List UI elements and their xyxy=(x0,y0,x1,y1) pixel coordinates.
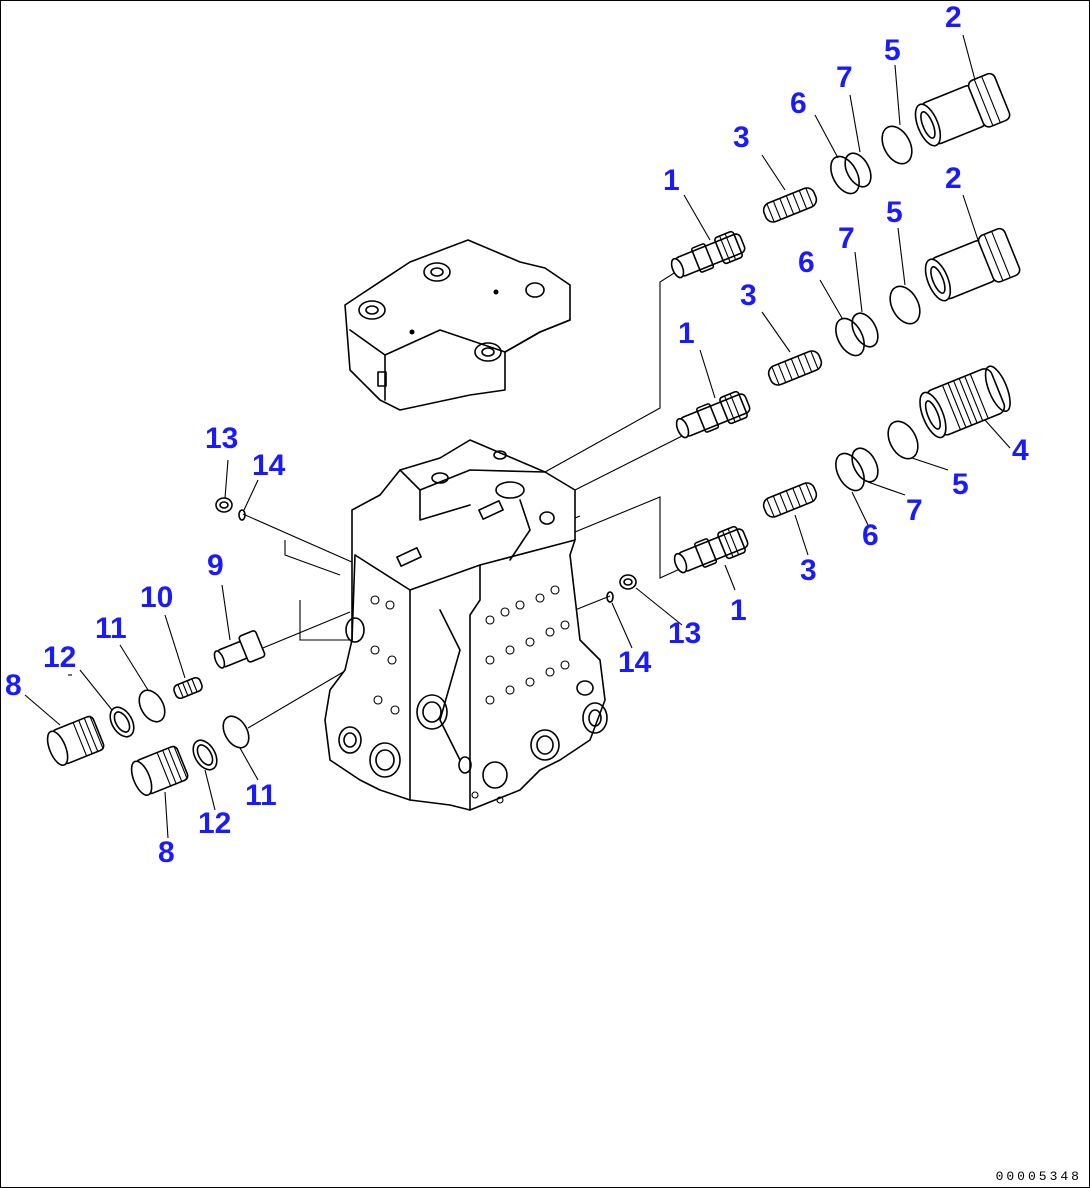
callout-4: 4 xyxy=(1012,434,1029,467)
callout-leaders xyxy=(24,34,1011,839)
callout-5-middle: 5 xyxy=(886,196,903,229)
callout-7-top: 7 xyxy=(836,61,853,94)
callout-5-bottom: 5 xyxy=(952,468,969,501)
callout-6-bottom: 6 xyxy=(862,519,879,552)
cover-plate xyxy=(344,239,571,411)
callout-11-right: 11 xyxy=(245,779,277,812)
callout-6-middle: 6 xyxy=(798,246,815,279)
callout-6-top: 6 xyxy=(790,87,807,120)
callout-13-left: 13 xyxy=(205,422,238,455)
callout-1-bottom: 1 xyxy=(730,594,747,627)
callout-7-middle: 7 xyxy=(838,222,855,255)
callout-7-bottom: 7 xyxy=(906,494,923,527)
callout-2-middle: 2 xyxy=(945,162,962,195)
callout-11-left: 11 xyxy=(95,612,127,645)
callout-3-top: 3 xyxy=(733,121,750,154)
callout-14-right: 14 xyxy=(618,646,652,679)
valve-body xyxy=(324,439,608,811)
callout-2-top: 2 xyxy=(945,1,962,34)
callout-3-bottom: 3 xyxy=(800,554,817,587)
callout-1-middle: 1 xyxy=(678,317,695,350)
callout-12-right: 12 xyxy=(198,807,231,840)
callout-14-left: 14 xyxy=(252,449,286,482)
callout-5-top: 5 xyxy=(884,34,901,67)
small-fittings xyxy=(215,497,637,603)
callout-labels: 1 1 1 2 2 3 3 3 4 5 5 5 6 6 6 7 7 7 8 8 … xyxy=(5,1,1029,869)
callout-8-left: 8 xyxy=(5,669,22,702)
callout-1-top: 1 xyxy=(663,164,680,197)
left-parts xyxy=(46,630,266,796)
spool-group xyxy=(670,230,751,574)
callout-9: 9 xyxy=(207,549,224,582)
plug-group xyxy=(914,72,1021,439)
callout-12-left: 12 xyxy=(43,641,76,674)
ring-group xyxy=(830,125,921,492)
callout-3-middle: 3 xyxy=(740,279,757,312)
callout-13-right: 13 xyxy=(668,617,701,650)
drawing-number: 00005348 xyxy=(995,1169,1082,1184)
spring-group xyxy=(762,187,823,518)
callout-8-right: 8 xyxy=(158,836,175,869)
callout-10: 10 xyxy=(140,581,173,614)
